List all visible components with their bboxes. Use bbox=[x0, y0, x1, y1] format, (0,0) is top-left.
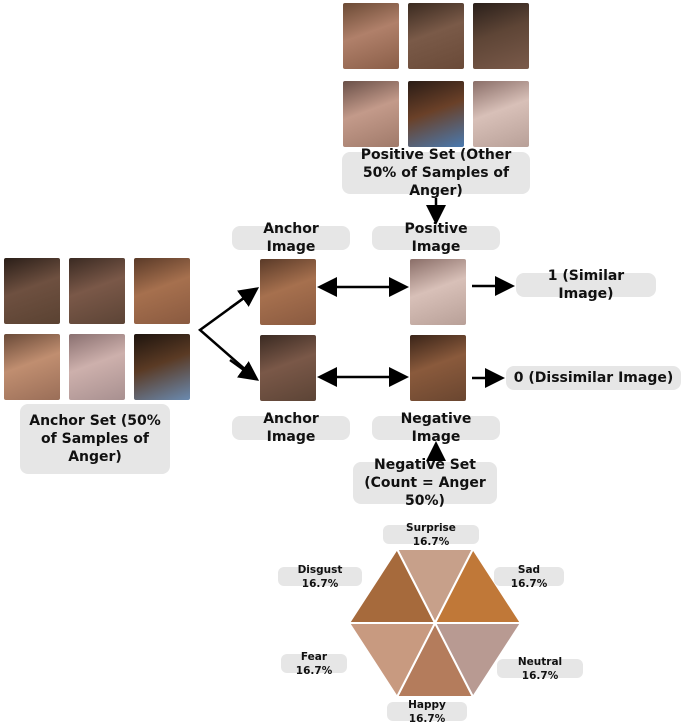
hex-label-happy: Happy 16.7% bbox=[387, 699, 467, 725]
anchor-set-face-5 bbox=[69, 334, 125, 400]
hex-label-fear: Fear 16.7% bbox=[281, 651, 347, 677]
positive-image bbox=[410, 259, 466, 325]
hex-label-neutral: Neutral 16.7% bbox=[497, 656, 583, 682]
positive-set-face-4 bbox=[343, 81, 399, 147]
anchor-image-top bbox=[260, 259, 316, 325]
positive-set-face-6 bbox=[473, 81, 529, 147]
emotion-hexagon bbox=[347, 547, 523, 699]
negative-image bbox=[410, 335, 466, 401]
anchor-set-face-3 bbox=[134, 258, 190, 324]
hex-segment-disgust bbox=[347, 547, 437, 624]
arrow-fork-top-head bbox=[229, 287, 260, 310]
arrow-fork-bottom-head bbox=[229, 358, 260, 381]
anchor-set-face-1 bbox=[4, 258, 60, 324]
hex-label-disgust: Disgust 16.7% bbox=[278, 564, 362, 590]
arrow-fork bbox=[197, 288, 256, 379]
positive-set-face-1 bbox=[343, 3, 399, 69]
positive-set-face-2 bbox=[408, 3, 464, 69]
positive-image-label: Positive Image bbox=[372, 221, 500, 255]
anchor-image-bottom bbox=[260, 335, 316, 401]
anchor-set-face-6 bbox=[134, 334, 190, 400]
anchor-set-label: Anchor Set (50% of Samples of Anger) bbox=[20, 404, 170, 474]
positive-set-face-3 bbox=[473, 3, 529, 69]
arrows bbox=[197, 198, 515, 461]
dissimilar-label: 0 (Dissimilar Image) bbox=[506, 366, 681, 390]
positive-set-face-5 bbox=[408, 81, 464, 147]
anchor-set-face-4 bbox=[4, 334, 60, 400]
anchor-set-face-2 bbox=[69, 258, 125, 324]
hex-label-surprise: Surprise 16.7% bbox=[383, 522, 479, 548]
hex-label-sad: Sad 16.7% bbox=[494, 564, 564, 590]
